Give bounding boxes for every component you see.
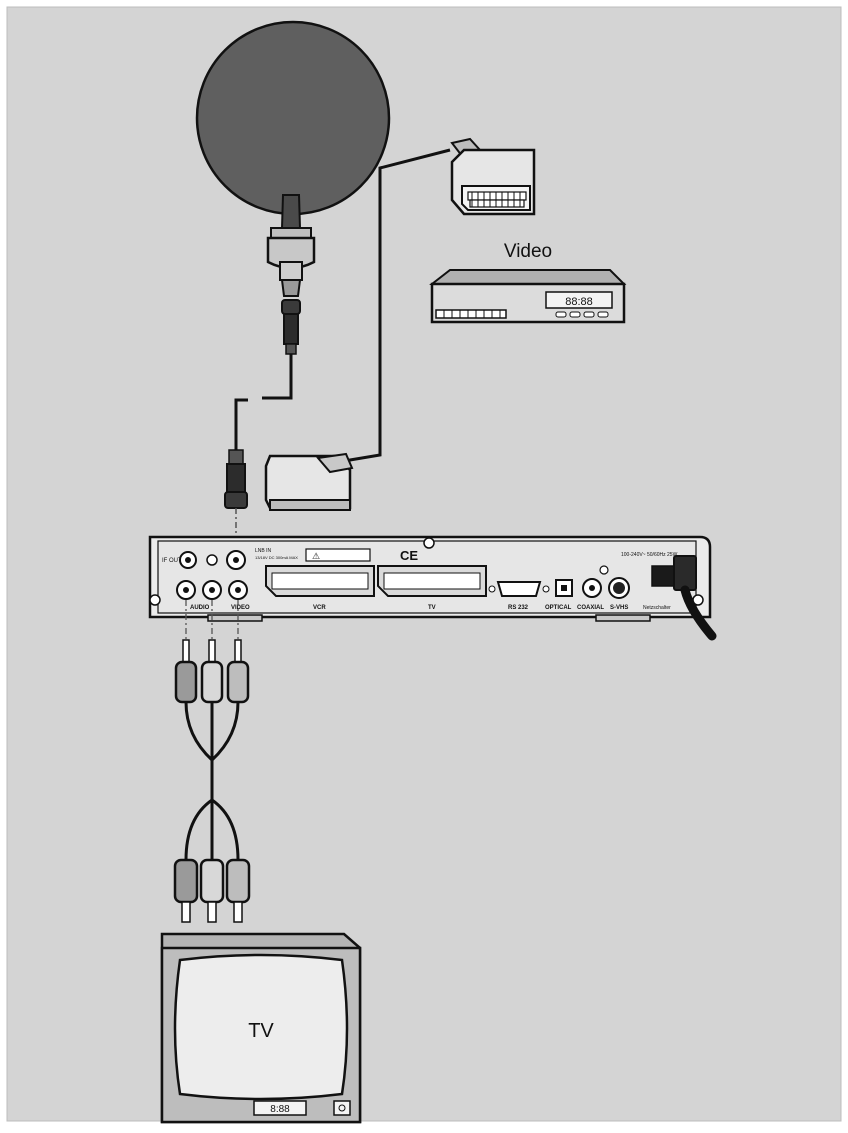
screw-left-icon [149,594,161,606]
rs232-label: RS 232 [508,605,529,611]
rs232-port-icon [496,581,542,597]
warning-icon: ⚠ [312,551,320,561]
receiver-f-connector-icon [224,449,248,509]
power-switch-icon [651,565,675,587]
scart-cable [337,148,451,464]
coax-cable-lower [234,398,248,450]
video-device-label: Video [504,241,552,262]
svhs-label: S-VHS [610,605,628,611]
rca-cable-wires [184,701,240,861]
vcr-socket-label: VCR [313,605,326,611]
video-pin-icon [235,587,241,593]
video-label: VIDEO [231,605,250,611]
rca-plugs-bottom-icon [173,858,251,923]
coaxial-pin-icon [589,585,595,591]
tv-device-label: TV [248,1020,274,1042]
vcr-display-text: 88:88 [565,296,593,308]
power-switch-label: Netzschalter [643,605,671,611]
rca-plugs-top-icon [174,639,250,704]
rs232-screw-right-icon [542,585,550,593]
svhs-inner-icon [613,582,625,594]
coaxial-label: COAXIAL [577,605,604,611]
audio-right-pin-icon [209,587,215,593]
screw-if-icon [206,554,218,566]
power-cord-icon [680,585,717,641]
power-plug-icon [673,555,697,591]
tv-socket-label: TV [428,605,436,611]
if-out-pin-icon [185,557,191,563]
screw-coax-icon [599,565,609,575]
audio-label: AUDIO [190,605,210,611]
audio-left-pin-icon [183,587,189,593]
tv-scart-pins [383,572,481,590]
if-out-label: IF OUT [162,558,182,564]
lnb-in-label: LNB IN [255,548,272,554]
television-icon [160,932,362,1124]
scart-plug-top-icon [450,137,536,216]
vcr-scart-pins [271,572,369,590]
lnb-spec-label: 13/18V DC 300mA MAX [255,555,298,560]
optical-label: OPTICAL [545,605,572,611]
coax-cable-upper [262,354,293,400]
dish-f-connector-icon [281,299,301,355]
vcr-icon [429,269,627,324]
satellite-dish-icon [195,20,391,297]
power-spec-label: 100-240V~ 50/60Hz 25W [621,552,678,558]
tv-display-text: 8:88 [270,1104,290,1115]
warning-plate [305,548,371,562]
screw-top-icon [423,537,435,549]
optical-port-hole [561,585,567,591]
lnb-in-pin-icon [233,557,239,563]
rs232-screw-left-icon [488,585,496,593]
ce-mark: CE [400,548,418,563]
scart-plug-bottom-icon [264,452,354,511]
